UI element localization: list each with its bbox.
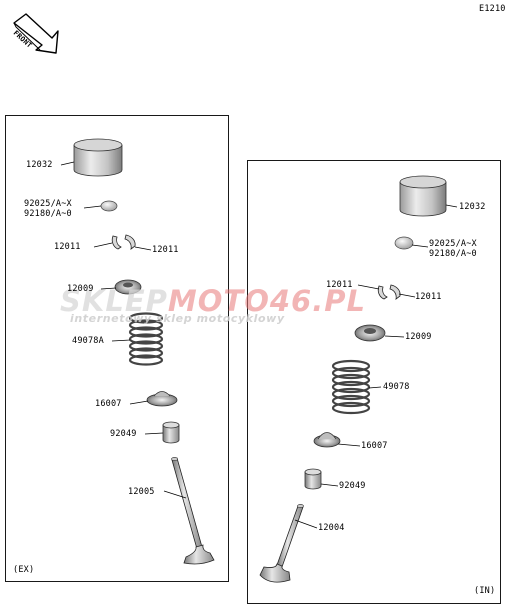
ex-spring-seat xyxy=(146,391,178,407)
in-label-cotter-left: 12011 xyxy=(326,280,353,290)
front-arrow-icon xyxy=(13,13,59,54)
ex-label-shim-b: 92180/A~0 xyxy=(24,209,72,219)
ex-label-seal: 92049 xyxy=(110,429,137,439)
in-valve-spring xyxy=(331,359,371,415)
in-tappet xyxy=(399,175,447,217)
ex-tappet xyxy=(73,138,123,177)
ex-panel-frame xyxy=(5,115,229,582)
in-valve xyxy=(259,504,304,583)
in-label-tappet: 12032 xyxy=(459,202,486,212)
ex-cotters xyxy=(111,234,136,250)
in-label-valve: 12004 xyxy=(318,523,345,533)
diagram-code: E1210 xyxy=(479,4,506,14)
in-label-seal: 92049 xyxy=(339,481,366,491)
in-label-cotter-right: 12011 xyxy=(415,292,442,302)
ex-leader-lines xyxy=(60,161,187,499)
in-stem-seal xyxy=(304,468,322,490)
in-panel-tag: (IN) xyxy=(474,586,496,596)
ex-valve xyxy=(171,457,215,565)
in-cotters xyxy=(377,284,401,300)
ex-retainer xyxy=(114,279,142,295)
in-leader-lines xyxy=(294,204,458,529)
in-retainer xyxy=(354,324,386,342)
ex-label-retainer: 12009 xyxy=(67,284,94,294)
in-label-seat: 16007 xyxy=(361,441,388,451)
in-label-retainer: 12009 xyxy=(405,332,432,342)
in-shim xyxy=(394,236,414,250)
ex-label-cotter-right: 12011 xyxy=(152,245,179,255)
ex-shim xyxy=(100,200,118,212)
ex-panel-tag: (EX) xyxy=(13,565,35,575)
ex-stem-seal xyxy=(162,421,180,444)
in-label-spring: 49078 xyxy=(383,382,410,392)
ex-label-cotter-left: 12011 xyxy=(54,242,81,252)
ex-label-seat: 16007 xyxy=(95,399,122,409)
watermark-logo: SKLEPMOTO46.PL xyxy=(60,284,366,318)
ex-label-spring: 49078A xyxy=(72,336,104,346)
in-label-shim-a: 92025/A~X xyxy=(429,239,477,249)
in-spring-seat xyxy=(313,432,341,448)
in-panel-frame xyxy=(247,160,501,604)
in-label-shim-b: 92180/A~0 xyxy=(429,249,477,259)
ex-label-tappet: 12032 xyxy=(26,160,53,170)
ex-label-valve: 12005 xyxy=(128,487,155,497)
ex-label-shim-a: 92025/A~X xyxy=(24,199,72,209)
watermark-tagline: internetowy sklep motocyklowy xyxy=(70,312,285,325)
ex-valve-spring xyxy=(128,312,164,366)
